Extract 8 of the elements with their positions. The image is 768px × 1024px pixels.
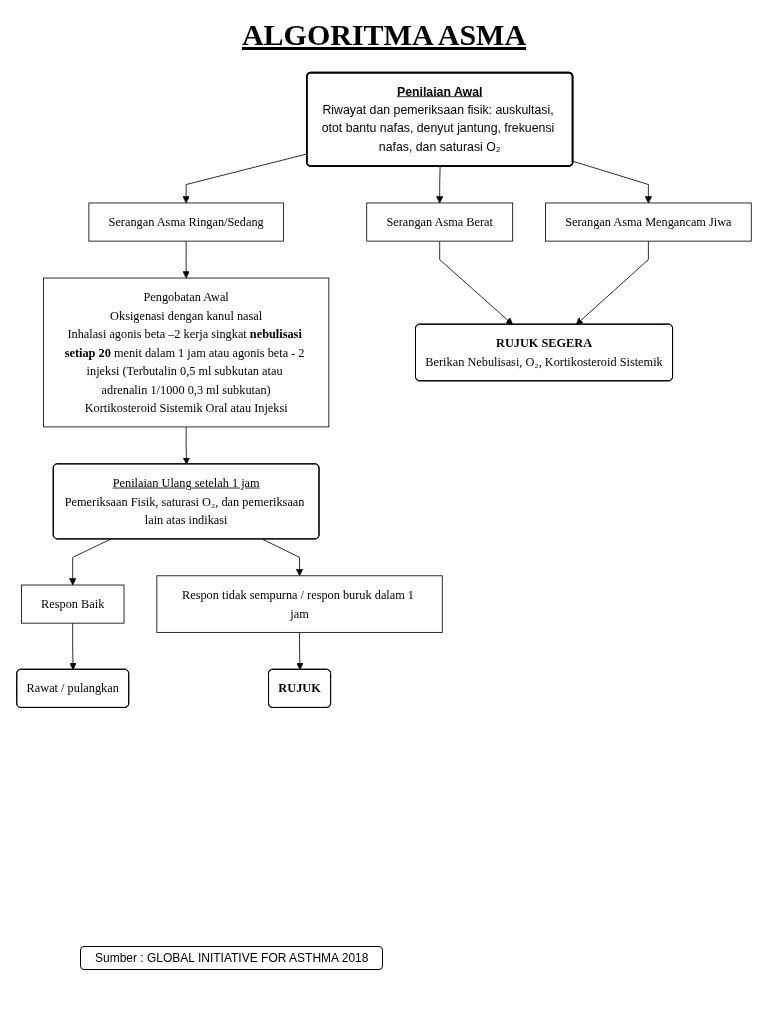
node-box: Pengobatan Awal Oksigenasi dengan kanul nasal Inhalasi agonis beta –2 kerja singkat nebulisasi setiap 20 menit dalam 1 jam atau agonis beta - 2 injeksi (Terbutalin 0,5 ml subkutan atau adrenalin 1/1000 0,3 ml subkutan) Kortikosteroid Sistemik Oral atau Injeksi xyxy=(43,277,330,428)
source-caption: Sumber : GLOBAL INITIATIVE FOR ASTHMA 2018 xyxy=(80,946,384,970)
node-box: Serangan Asma Mengancam Jiwa xyxy=(545,202,752,242)
node-box: Serangan Asma Berat xyxy=(366,202,514,242)
node-box: Respon Baik xyxy=(21,584,125,624)
node-box: Serangan Asma Ringan/Sedang xyxy=(88,202,284,242)
node-box: Respon tidak sempurna / respon buruk dalam 1 jam xyxy=(156,575,443,633)
diagram-title: ALGORITMA ASMA xyxy=(241,18,527,51)
